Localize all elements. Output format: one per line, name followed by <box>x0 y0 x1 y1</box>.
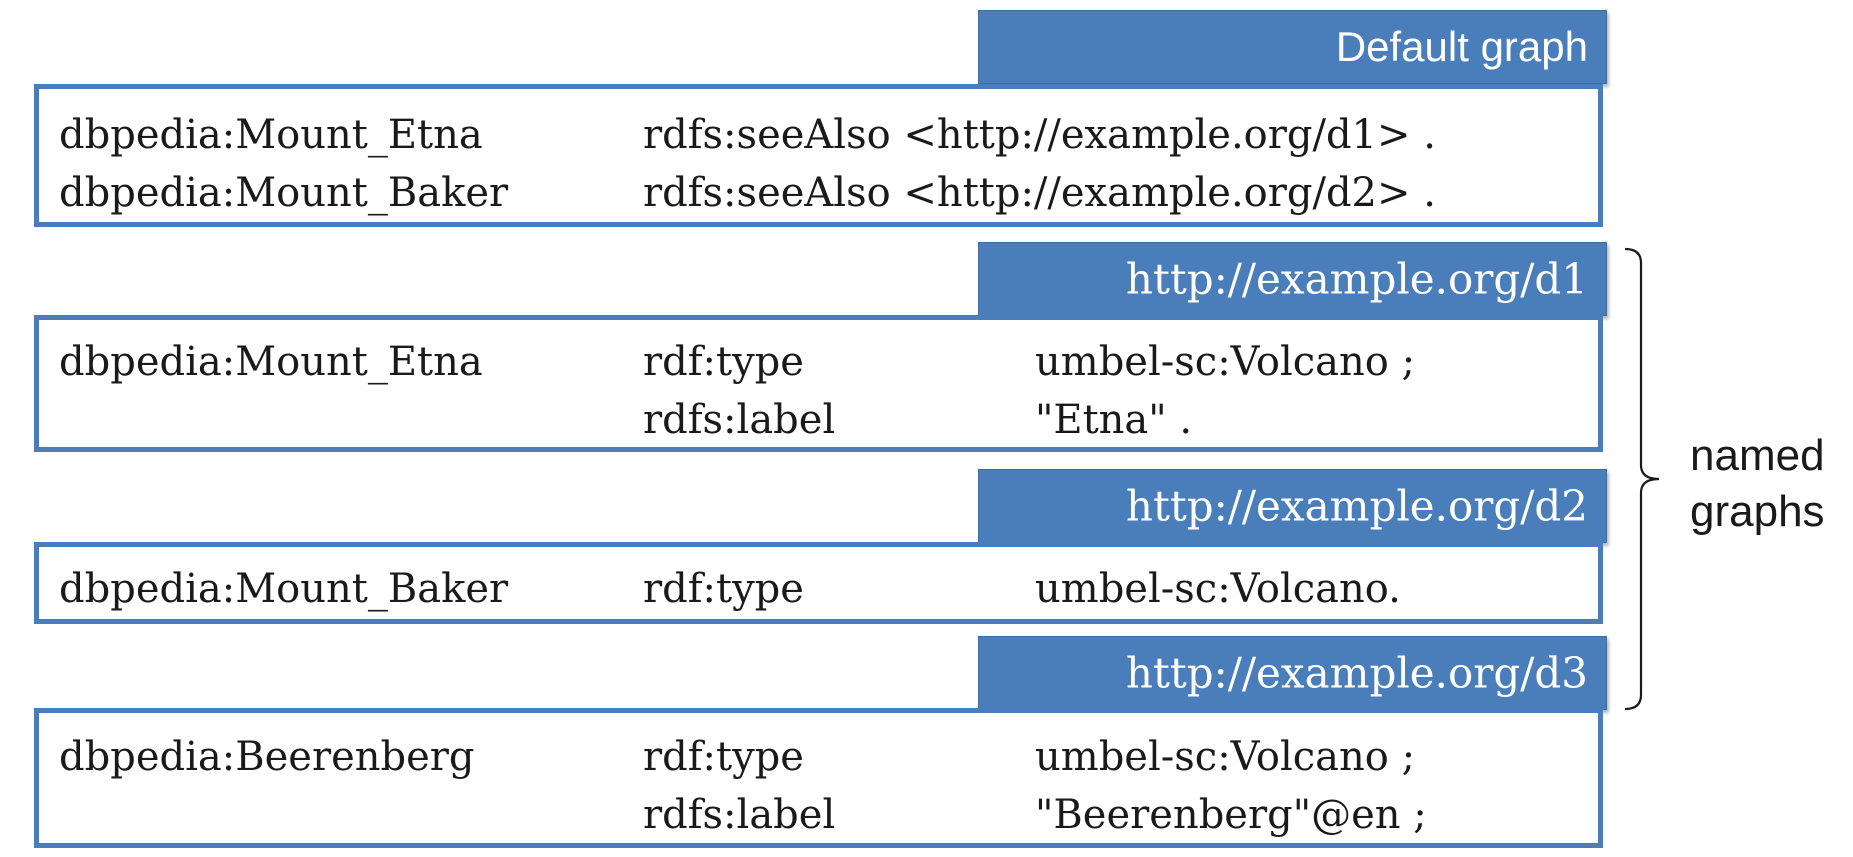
triple-subject: dbpedia:Mount_Baker <box>59 566 509 612</box>
triple-object: umbel-sc:Volcano. <box>1035 566 1401 612</box>
triple-predicate: rdfs:label <box>643 792 836 838</box>
triple-predicate: rdf:type <box>643 566 804 612</box>
triple-predicate: rdf:type <box>643 339 804 385</box>
triple-object: umbel-sc:Volcano ; <box>1035 339 1416 385</box>
triple-object: "Beerenberg"@en ; <box>1035 792 1427 838</box>
triple-subject: dbpedia:Mount_Etna <box>59 112 483 158</box>
named-graph-d3-label: http://example.org/d3 <box>1125 648 1588 698</box>
named-graphs-brace <box>1624 247 1660 711</box>
triple-object: umbel-sc:Volcano ; <box>1035 734 1416 780</box>
triple-predicate-object: rdfs:seeAlso <http://example.org/d1> . <box>643 112 1436 158</box>
named-graph-d1-label: http://example.org/d1 <box>1125 254 1588 304</box>
named-graph-d3-box: dbpedia:Beerenberg rdf:type umbel-sc:Vol… <box>34 708 1603 848</box>
default-graph-tab: Default graph <box>978 10 1607 84</box>
default-graph-label: Default graph <box>1335 23 1588 70</box>
triple-predicate-object: rdfs:seeAlso <http://example.org/d2> . <box>643 170 1436 216</box>
triple-subject: dbpedia:Mount_Etna <box>59 339 483 385</box>
named-graph-d1-box: dbpedia:Mount_Etna rdf:type umbel-sc:Vol… <box>34 315 1603 452</box>
triple-object: "Etna" . <box>1035 397 1193 443</box>
triple-subject: dbpedia:Mount_Baker <box>59 170 509 216</box>
triple-predicate: rdf:type <box>643 734 804 780</box>
named-graph-d3-tab: http://example.org/d3 <box>978 636 1607 710</box>
named-graphs-label-line1: named <box>1690 431 1825 480</box>
triple-subject: dbpedia:Beerenberg <box>59 734 475 780</box>
named-graph-d2-tab: http://example.org/d2 <box>978 469 1607 543</box>
named-graphs-label: named graphs <box>1690 428 1825 540</box>
named-graph-d1-tab: http://example.org/d1 <box>978 242 1607 316</box>
triple-predicate: rdfs:label <box>643 397 836 443</box>
named-graph-d2-label: http://example.org/d2 <box>1125 481 1588 531</box>
default-graph-box: dbpedia:Mount_Etna rdfs:seeAlso <http://… <box>34 84 1603 227</box>
named-graphs-label-line2: graphs <box>1690 487 1825 536</box>
named-graph-d2-box: dbpedia:Mount_Baker rdf:type umbel-sc:Vo… <box>34 542 1603 624</box>
